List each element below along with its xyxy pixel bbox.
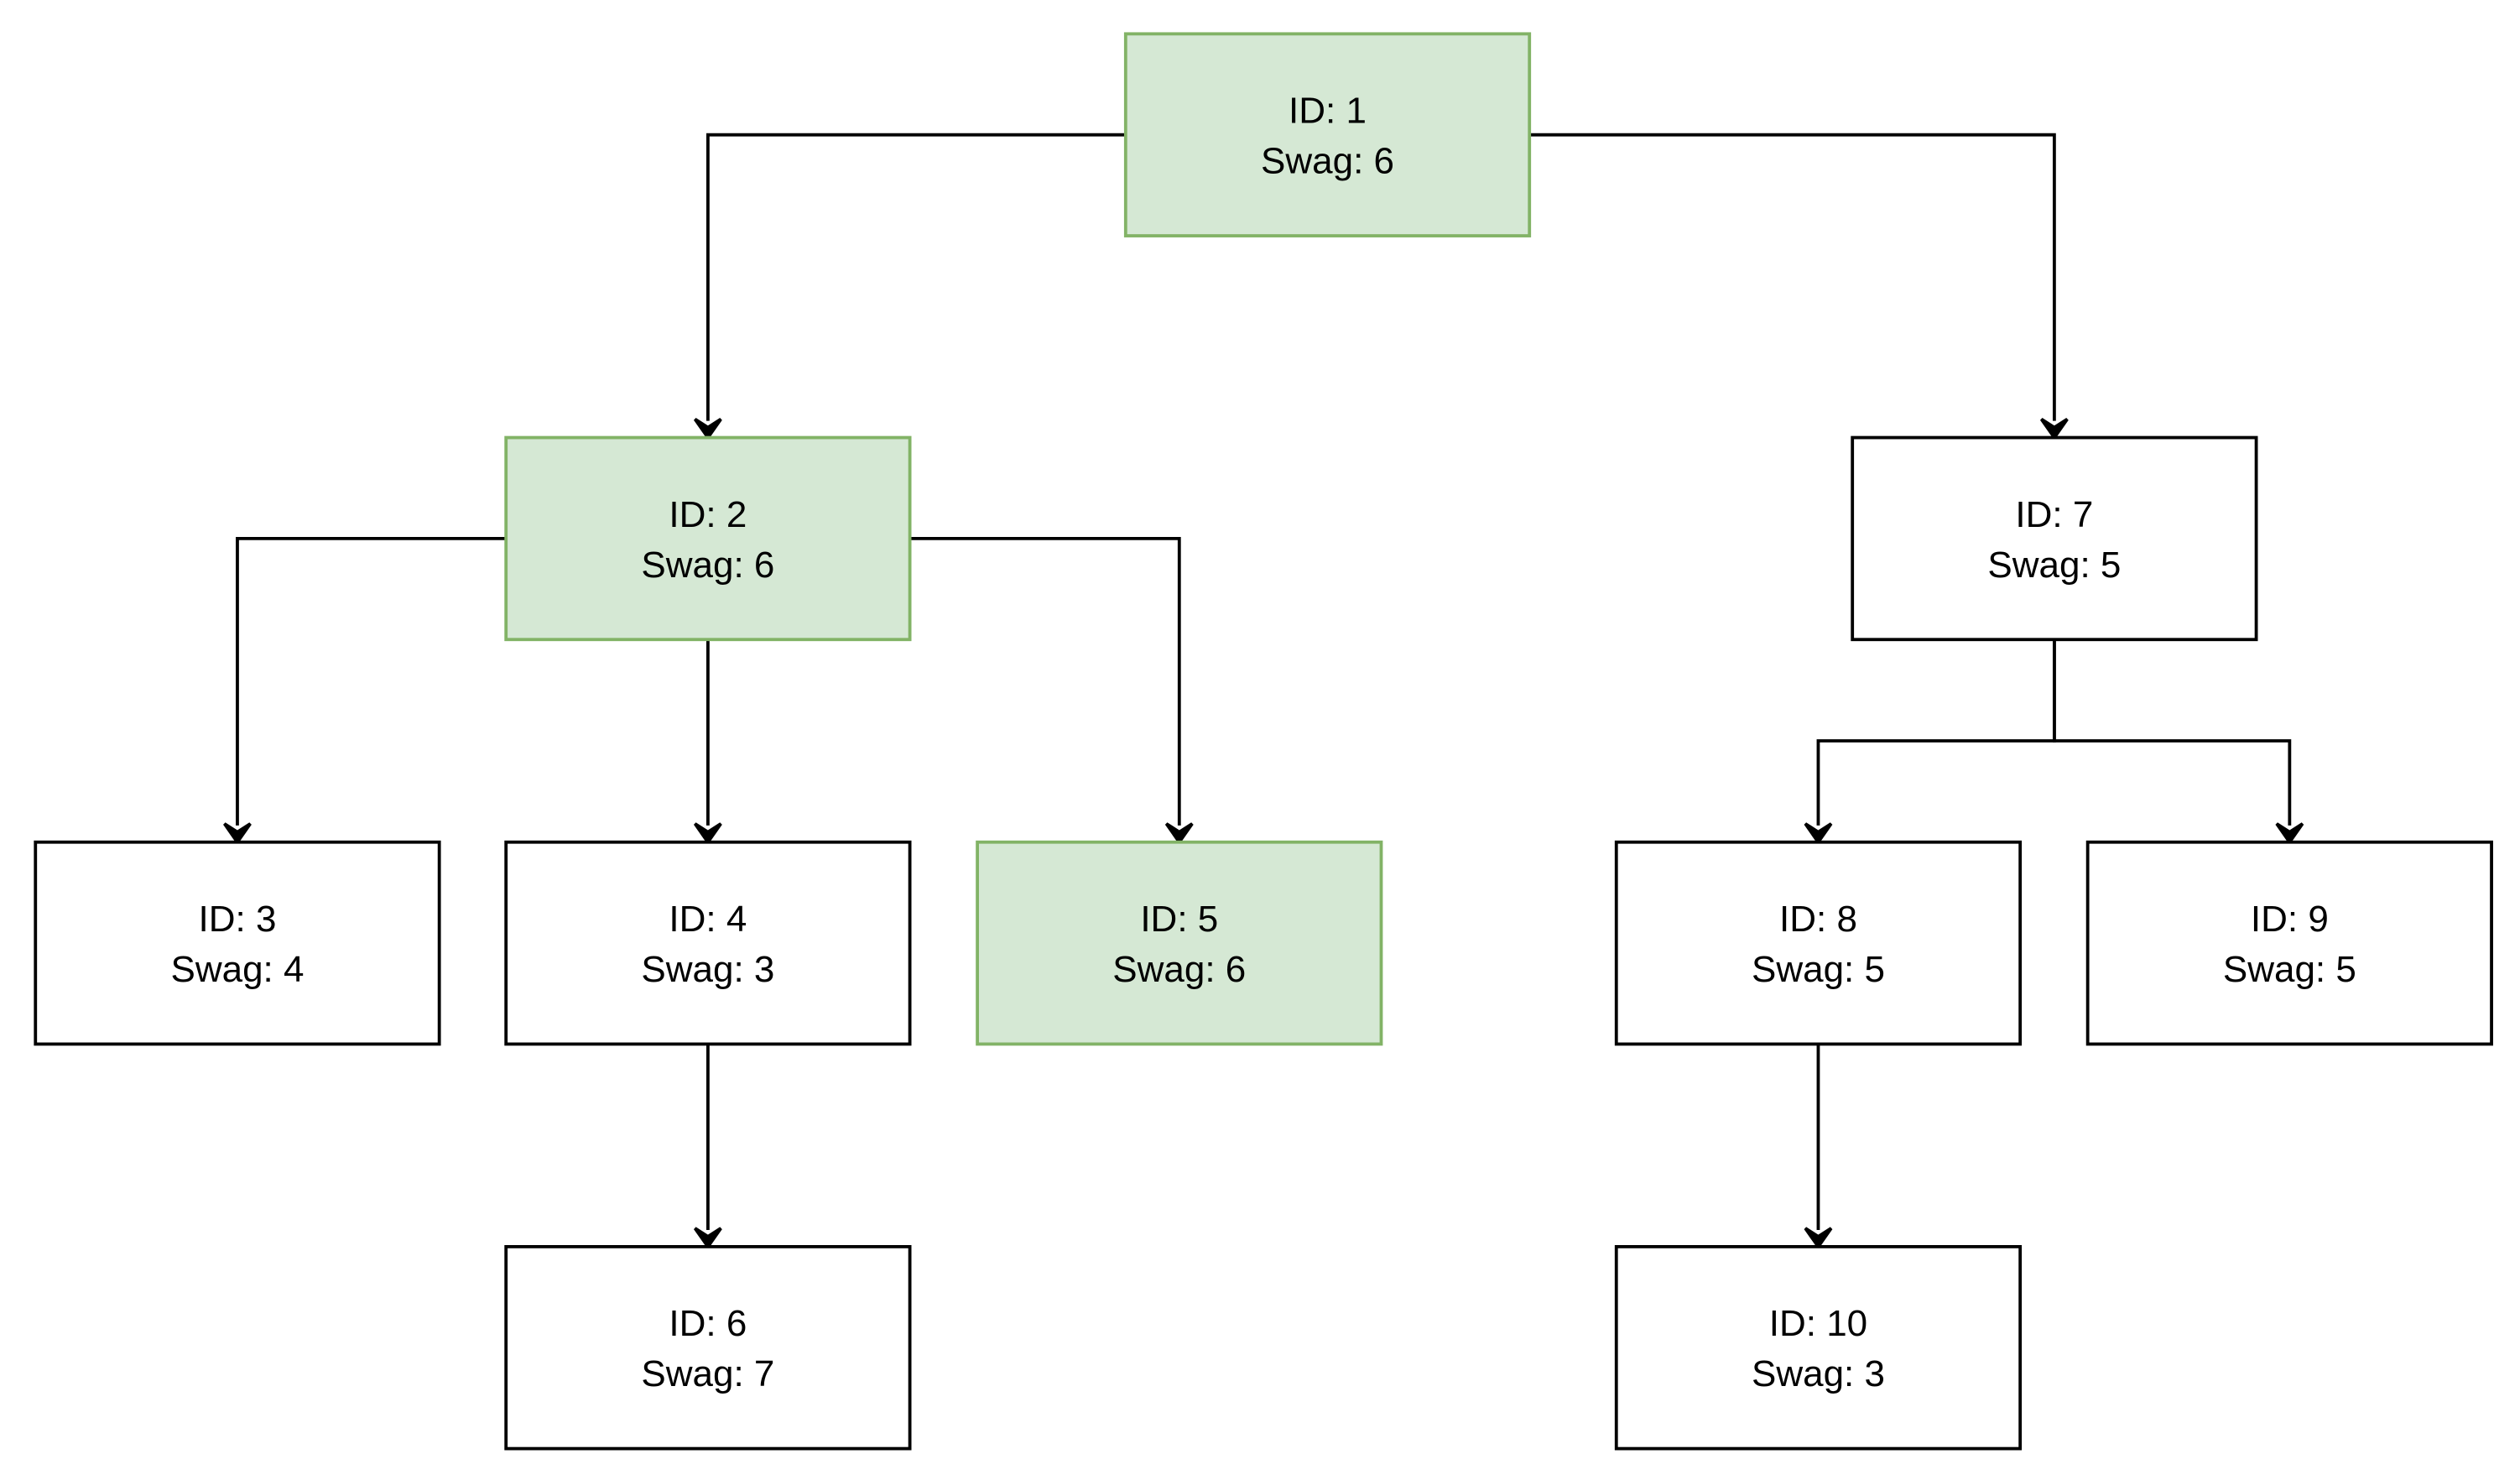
edge-n1-to-n7 bbox=[1529, 133, 2069, 440]
arrowhead-icon bbox=[1804, 822, 1833, 846]
edges-layer bbox=[223, 133, 2304, 1250]
node-id-label: ID: 10 bbox=[1769, 1303, 1867, 1344]
edge-n1-to-n2 bbox=[693, 133, 1126, 440]
tree-node-n9: ID: 9 Swag: 5 bbox=[2085, 840, 2493, 1046]
arrowhead-icon bbox=[693, 418, 722, 440]
arrowhead-icon bbox=[2275, 822, 2304, 846]
tree-node-n7: ID: 7 Swag: 5 bbox=[1851, 435, 2258, 642]
node-box bbox=[1614, 840, 2023, 1046]
node-id-label: ID: 7 bbox=[2015, 494, 2093, 535]
edge-line bbox=[1529, 133, 2056, 421]
arrowhead-icon bbox=[1164, 822, 1194, 846]
edge-n2-to-n5 bbox=[909, 537, 1194, 846]
node-box-highlighted bbox=[504, 435, 912, 642]
node-box-highlighted bbox=[976, 840, 1383, 1046]
node-id-label: ID: 2 bbox=[669, 494, 747, 535]
node-box bbox=[1851, 435, 2258, 642]
node-box bbox=[504, 1244, 912, 1451]
node-box bbox=[2085, 840, 2493, 1046]
node-swag-label: Swag: 6 bbox=[641, 545, 774, 586]
node-swag-label: Swag: 7 bbox=[641, 1353, 774, 1394]
edge-n4-to-n6 bbox=[693, 1044, 722, 1250]
node-id-label: ID: 6 bbox=[669, 1303, 747, 1344]
node-swag-label: Swag: 6 bbox=[1112, 949, 1246, 990]
node-id-label: ID: 1 bbox=[1289, 91, 1367, 132]
arrowhead-icon bbox=[693, 1227, 722, 1250]
node-id-label: ID: 5 bbox=[1140, 899, 1218, 940]
arrowhead-icon bbox=[693, 822, 722, 846]
node-box-highlighted bbox=[1123, 32, 1532, 237]
arrowhead-icon bbox=[223, 822, 252, 846]
node-swag-label: Swag: 6 bbox=[1261, 141, 1394, 182]
node-swag-label: Swag: 4 bbox=[170, 949, 304, 990]
node-swag-label: Swag: 3 bbox=[641, 949, 774, 990]
node-box bbox=[1614, 1244, 2023, 1451]
tree-node-n1: ID: 1 Swag: 6 bbox=[1123, 32, 1532, 237]
tree-node-n8: ID: 8 Swag: 5 bbox=[1614, 840, 2023, 1046]
tree-node-n3: ID: 3 Swag: 4 bbox=[34, 840, 441, 1046]
tree-node-n5: ID: 5 Swag: 6 bbox=[976, 840, 1383, 1046]
arrowhead-icon bbox=[2039, 418, 2069, 440]
edge-line bbox=[2052, 639, 2292, 826]
node-id-label: ID: 8 bbox=[1779, 899, 1857, 940]
arrowhead-icon bbox=[1804, 1227, 1833, 1250]
edge-line bbox=[909, 537, 1181, 826]
node-id-label: ID: 3 bbox=[199, 899, 277, 940]
node-id-label: ID: 4 bbox=[669, 899, 747, 940]
edge-line bbox=[705, 133, 1126, 421]
node-swag-label: Swag: 3 bbox=[1752, 1353, 1885, 1394]
tree-node-n2: ID: 2 Swag: 6 bbox=[504, 435, 912, 642]
node-box bbox=[34, 840, 441, 1046]
node-id-label: ID: 9 bbox=[2251, 899, 2329, 940]
edge-n7-to-n9 bbox=[2052, 639, 2304, 846]
edge-n8-to-n10 bbox=[1804, 1044, 1833, 1250]
edge-n2-to-n3 bbox=[223, 537, 507, 846]
edge-n2-to-n4 bbox=[693, 639, 722, 846]
tree-node-n4: ID: 4 Swag: 3 bbox=[504, 840, 912, 1046]
node-box bbox=[504, 840, 912, 1046]
tree-node-n10: ID: 10 Swag: 3 bbox=[1614, 1244, 2023, 1451]
edge-line bbox=[236, 537, 507, 826]
node-swag-label: Swag: 5 bbox=[2223, 949, 2356, 990]
tree-node-n6: ID: 6 Swag: 7 bbox=[504, 1244, 912, 1451]
node-swag-label: Swag: 5 bbox=[1752, 949, 1885, 990]
node-swag-label: Swag: 5 bbox=[1987, 545, 2121, 586]
